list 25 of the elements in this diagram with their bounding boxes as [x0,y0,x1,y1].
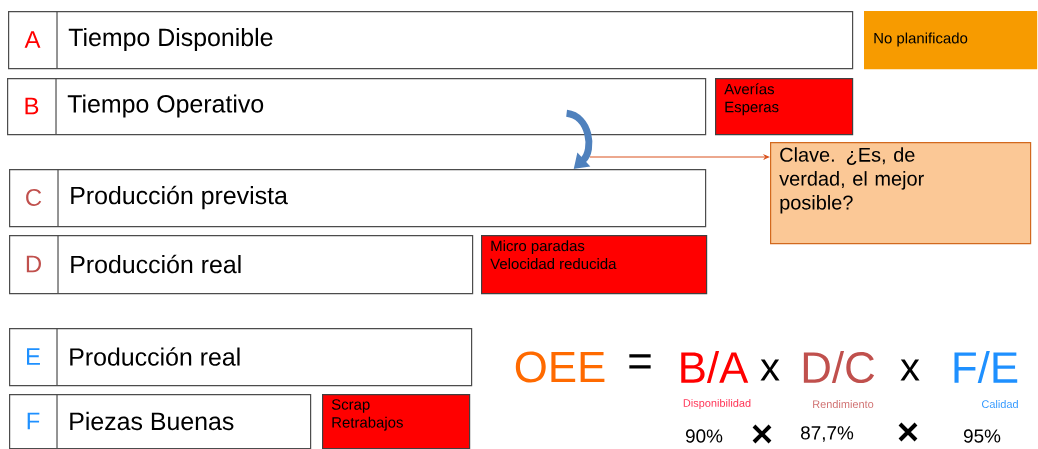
formula-term: F/E [954,350,1018,384]
category-box: No planificado [864,11,1038,70]
formula-term: x [900,359,920,381]
factor-label: Rendimiento [813,399,874,408]
note-box: Clave. ¿Es, de verdad, el mejor posible? [770,142,1032,245]
percent-value: 90% [685,429,723,443]
formula-term: D/C [803,350,875,384]
formula-term: x [760,359,780,381]
formula-term: OEE [515,351,605,383]
formula-term: B/A [681,350,749,384]
row-box: D Producción real [9,234,474,295]
percent-value: 87,7% [801,426,854,442]
row-box: C Producción prevista [9,168,707,228]
percent-value: 95% [963,429,1001,443]
row-box: A Tiempo Disponible [8,10,854,70]
factor-label: Disponibilidad [683,398,751,410]
curved-arrow [565,109,593,169]
category-box: Micro paradas Velocidad reducida [481,235,708,295]
row-box: B Tiempo Operativo [7,77,707,136]
category-box: Scrap Retrabajos [322,394,471,449]
factor-label: Calidad [982,399,1018,408]
row-box: E Producción real [9,327,473,387]
formula-term: = [629,354,651,369]
category-box: Averías Esperas [715,78,854,136]
row-box: F Piezas Buenas [9,393,312,449]
